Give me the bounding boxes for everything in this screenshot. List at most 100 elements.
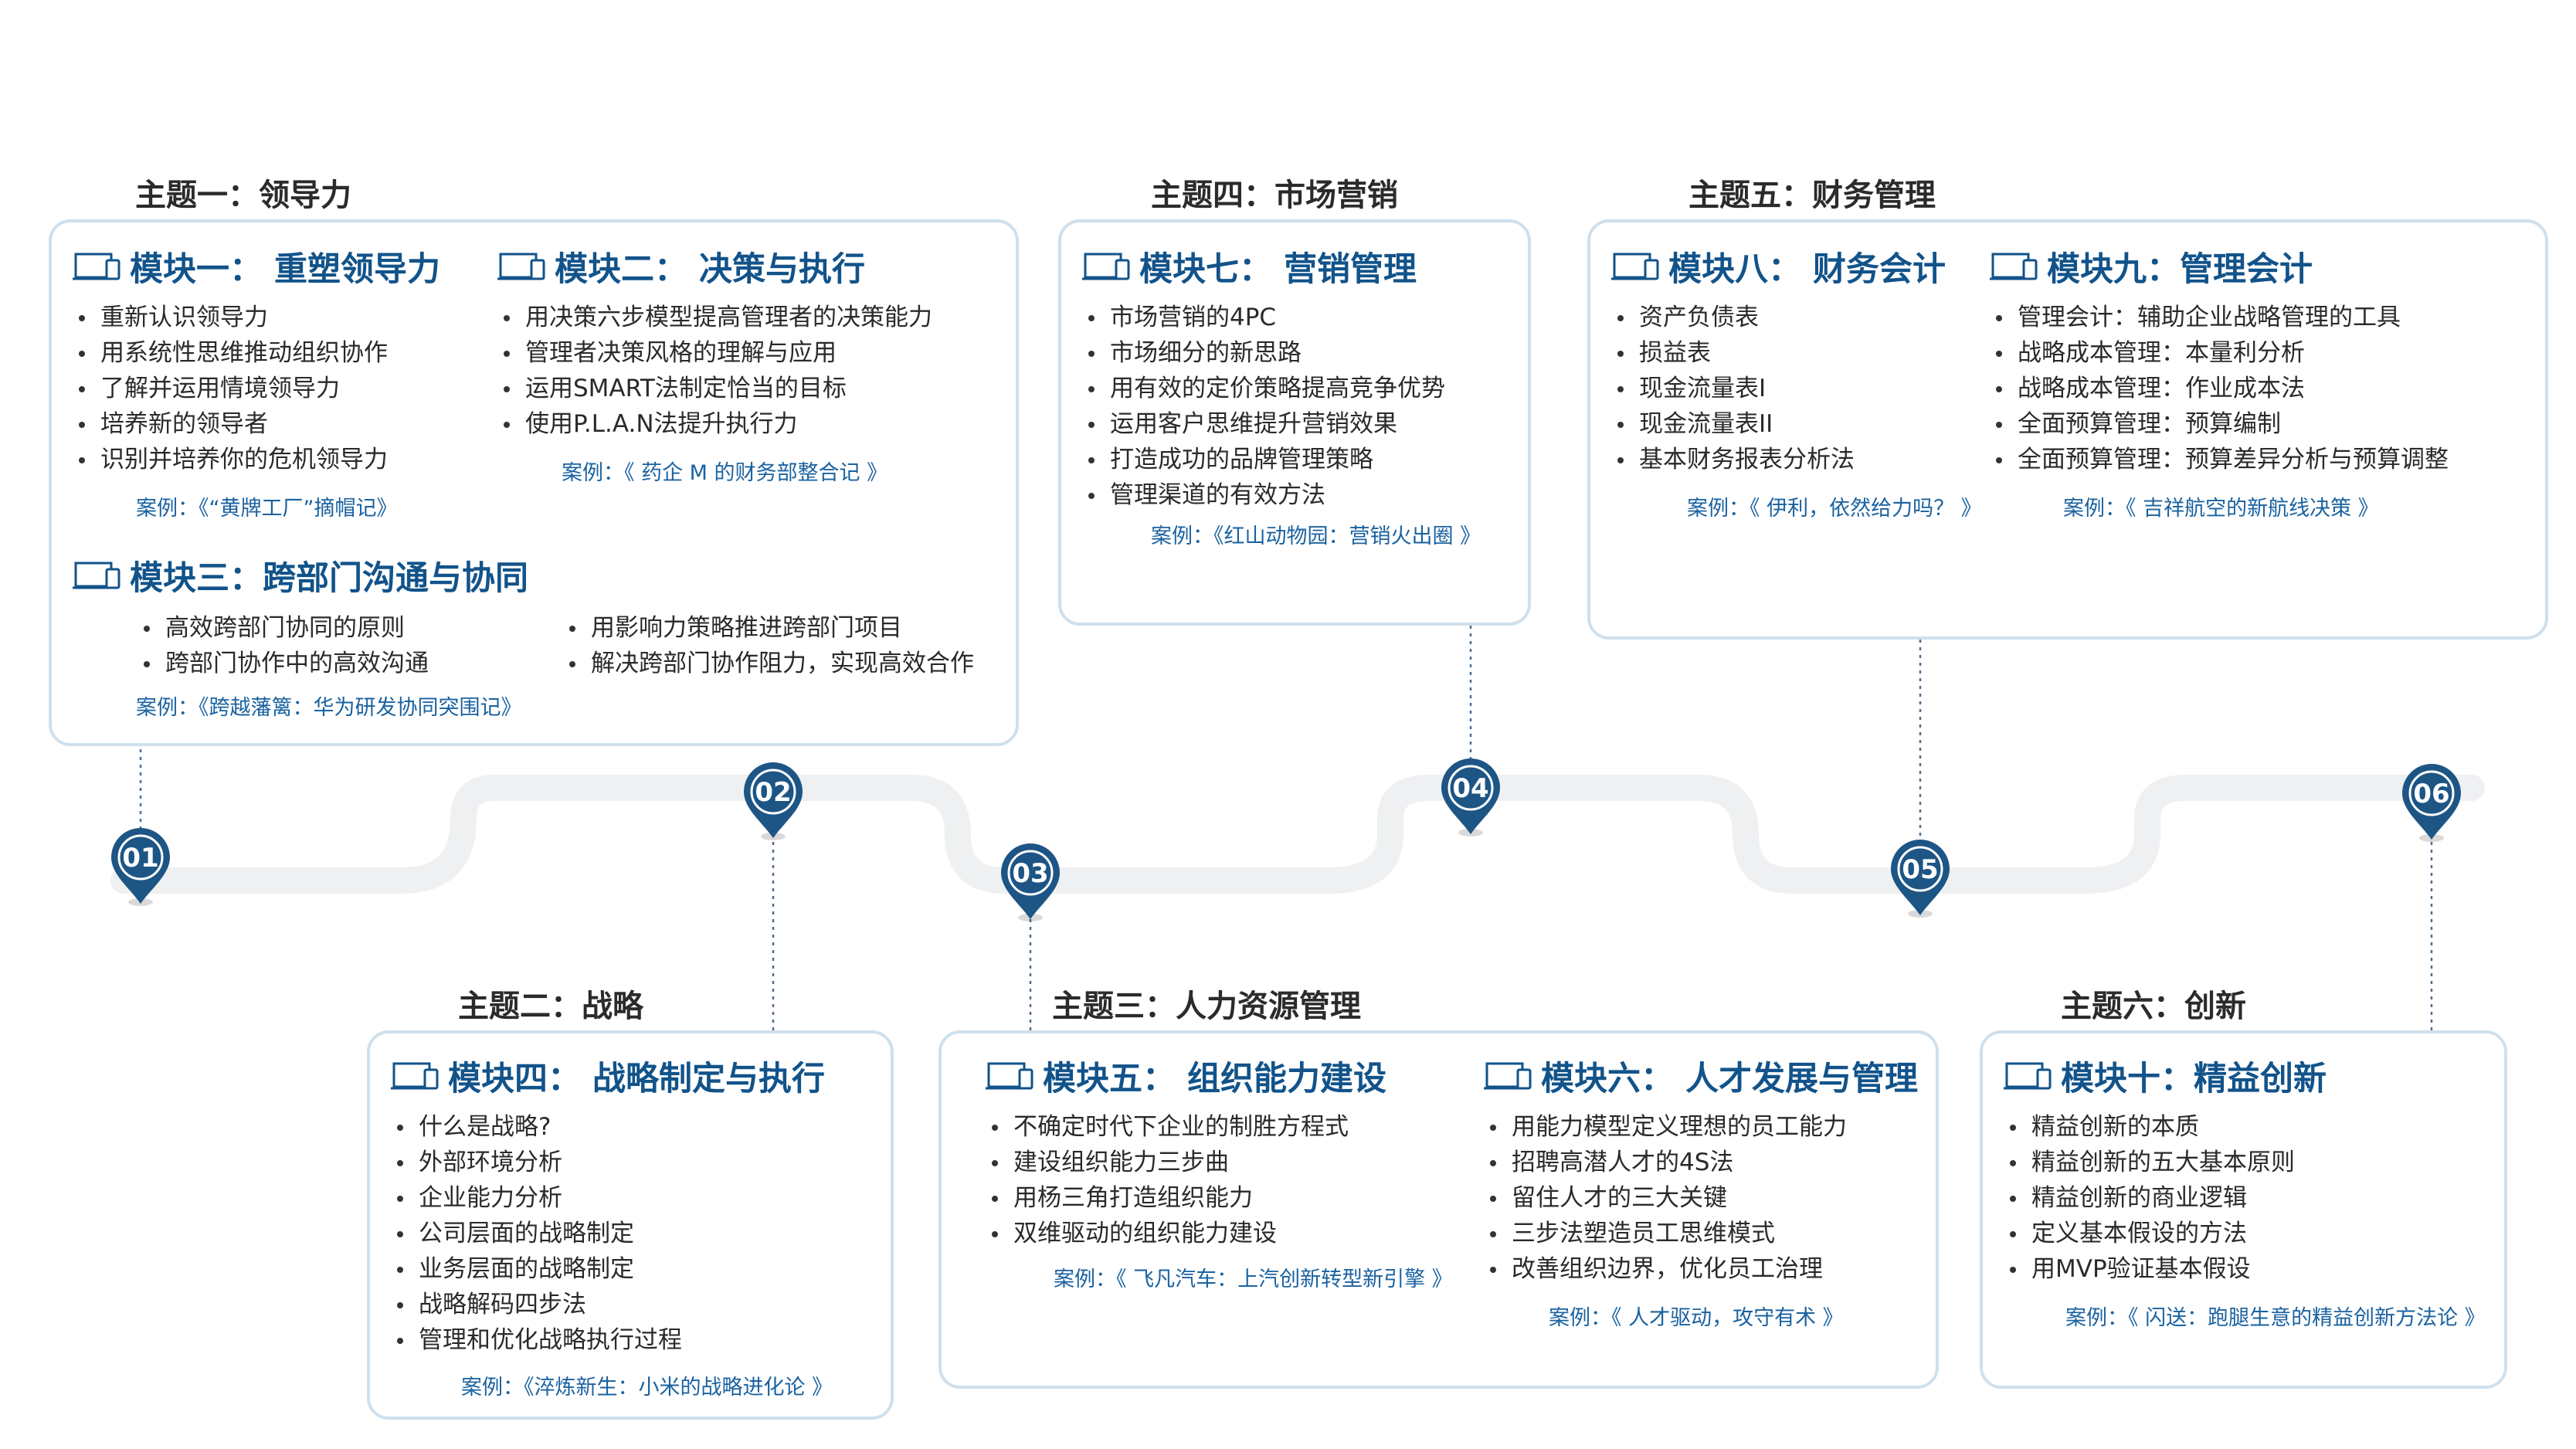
list-item: 基本财务报表分析法 — [1610, 442, 1946, 477]
module-2: 模块二： 决策与执行 用决策六步模型提高管理者的决策能力 管理者决策风格的理解与… — [496, 246, 932, 442]
theme-box-strategy: 模块四： 战略制定与执行 什么是战略? 外部环境分析 企业能力分析 公司层面的战… — [367, 1030, 894, 1420]
pin-ring — [1007, 850, 1054, 896]
list-item: 损益表 — [1610, 335, 1946, 371]
list-item: 战略成本管理：作业成本法 — [1988, 371, 2449, 406]
module-title: 模块二： 决策与执行 — [555, 250, 865, 289]
list-item: 了解并运用情境领导力 — [71, 371, 440, 406]
list-item: 改善组织边界，优化员工治理 — [1482, 1251, 1918, 1287]
pin-ring — [750, 769, 796, 815]
list-item: 精益创新的商业逻辑 — [2002, 1180, 2327, 1216]
module-title: 模块八： 财务会计 — [1668, 250, 1946, 289]
case-study: 案例：《 闪送：跑腿生意的精益创新方法论 》 — [2065, 1306, 2486, 1330]
list-item: 识别并培养你的危机领导力 — [71, 442, 440, 477]
list-item: 战略成本管理：本量利分析 — [1988, 335, 2449, 371]
list-item: 全面预算管理：预算编制 — [1988, 406, 2449, 442]
list-item: 跨部门协作中的高效沟通 — [136, 646, 429, 681]
pin-01: 01 — [110, 827, 170, 906]
list-item: 资产负债表 — [1610, 300, 1946, 335]
list-item: 用影响力策略推进跨部门项目 — [562, 610, 974, 646]
pin-label: 03 — [1012, 858, 1048, 889]
map-pin-icon — [1891, 840, 1950, 915]
module-9: 模块九：管理会计 管理会计：辅助企业战略管理的工具 战略成本管理：本量利分析 战… — [1988, 246, 2449, 477]
laptop-icon — [73, 562, 120, 589]
list-item: 用能力模型定义理想的员工能力 — [1482, 1109, 1918, 1145]
case-study: 案例：《 药企 M 的财务部整合记 》 — [562, 461, 888, 485]
theme-box-marketing: 模块七： 营销管理 市场营销的4PC 市场细分的新思路 用有效的定价策略提高竞争… — [1058, 219, 1531, 626]
list-item: 管理和优化战略执行过程 — [389, 1322, 825, 1358]
module-title: 模块五： 组织能力建设 — [1043, 1060, 1386, 1098]
theme-box-finance: 模块八： 财务会计 资产负债表 损益表 现金流量表I 现金流量表II 基本财务报… — [1587, 219, 2548, 640]
list-item: 现金流量表II — [1610, 406, 1946, 442]
case-study: 案例：《红山动物园：营销火出圈 》 — [1151, 524, 1481, 548]
pin-04: 04 — [1441, 758, 1500, 836]
theme-box-leadership: 模块一： 重塑领导力 重新认识领导力 用系统性思维推动组织协作 了解并运用情境领… — [49, 219, 1019, 746]
pin-ring — [1448, 765, 1494, 811]
case-study: 案例：《“黄牌工厂”摘帽记》 — [136, 497, 398, 521]
case-study: 案例：《 飞凡汽车：上汽创新转型新引擎 》 — [1054, 1267, 1453, 1291]
theme-title-3: 主题三：人力资源管理 — [1052, 989, 1361, 1024]
map-pin-icon — [744, 762, 803, 838]
list-item: 解决跨部门协作阻力，实现高效合作 — [562, 646, 974, 681]
laptop-icon — [986, 1062, 1033, 1090]
module-items: 不确定时代下企业的制胜方程式 建设组织能力三步曲 用杨三角打造组织能力 双维驱动… — [984, 1109, 1386, 1251]
list-item: 用系统性思维推动组织协作 — [71, 335, 440, 371]
list-item: 用杨三角打造组织能力 — [984, 1180, 1386, 1216]
module-items: 精益创新的本质 精益创新的五大基本原则 精益创新的商业逻辑 定义基本假设的方法 … — [2002, 1109, 2327, 1287]
list-item: 使用P.L.A.N法提升执行力 — [496, 406, 932, 442]
pin-ring — [117, 834, 164, 881]
list-item: 打造成功的品牌管理策略 — [1081, 442, 1445, 477]
module-title: 模块四： 战略制定与执行 — [448, 1060, 825, 1098]
module-10: 模块十：精益创新 精益创新的本质 精益创新的五大基本原则 精益创新的商业逻辑 定… — [2002, 1055, 2327, 1287]
module-4: 模块四： 战略制定与执行 什么是战略? 外部环境分析 企业能力分析 公司层面的战… — [389, 1055, 825, 1358]
pin-label: 01 — [122, 843, 158, 874]
laptop-icon — [391, 1062, 439, 1090]
list-item: 用有效的定价策略提高竞争优势 — [1081, 371, 1445, 406]
list-item: 建设组织能力三步曲 — [984, 1145, 1386, 1180]
connector-lines — [139, 626, 2433, 1035]
case-study: 案例：《跨越藩篱：华为研发协同突围记》 — [136, 696, 522, 720]
case-study: 案例：《 人才驱动，攻守有术 》 — [1549, 1306, 1844, 1330]
list-item: 市场细分的新思路 — [1081, 335, 1445, 371]
module-title: 模块十：精益创新 — [2061, 1060, 2327, 1098]
laptop-icon — [1611, 253, 1659, 280]
list-item: 公司层面的战略制定 — [389, 1216, 825, 1251]
list-item: 双维驱动的组织能力建设 — [984, 1216, 1386, 1251]
map-pin-icon — [110, 827, 170, 904]
pin-label: 04 — [1452, 773, 1488, 804]
list-item: 留住人才的三大关键 — [1482, 1180, 1918, 1216]
theme-title-5: 主题五：财务管理 — [1688, 178, 1936, 213]
module-items: 用影响力策略推进跨部门项目 解决跨部门协作阻力，实现高效合作 — [562, 610, 974, 681]
module-6: 模块六： 人才发展与管理 用能力模型定义理想的员工能力 招聘高潜人才的4S法 留… — [1482, 1055, 1918, 1287]
list-item: 管理渠道的有效方法 — [1081, 477, 1445, 513]
pin-03: 03 — [1001, 843, 1060, 921]
module-items: 市场营销的4PC 市场细分的新思路 用有效的定价策略提高竞争优势 运用客户思维提… — [1081, 300, 1445, 513]
pin-label: 05 — [1902, 854, 1938, 885]
list-item: 全面预算管理：预算差异分析与预算调整 — [1988, 442, 2449, 477]
module-items: 用决策六步模型提高管理者的决策能力 管理者决策风格的理解与应用 运用SMART法… — [496, 300, 932, 442]
theme-box-hr: 模块五： 组织能力建设 不确定时代下企业的制胜方程式 建设组织能力三步曲 用杨三… — [938, 1030, 1939, 1389]
laptop-icon — [1990, 253, 2038, 280]
module-title: 模块三：跨部门沟通与协同 — [130, 559, 528, 598]
map-pin-icon — [2402, 764, 2461, 840]
list-item: 运用客户思维提升营销效果 — [1081, 406, 1445, 442]
pin-ring — [2408, 770, 2455, 816]
laptop-icon — [73, 253, 120, 280]
theme-title-6: 主题六：创新 — [2061, 989, 2246, 1024]
module-7: 模块七： 营销管理 市场营销的4PC 市场细分的新思路 用有效的定价策略提高竞争… — [1081, 246, 1445, 513]
theme-title-1: 主题一：领导力 — [135, 178, 351, 213]
module-8: 模块八： 财务会计 资产负债表 损益表 现金流量表I 现金流量表II 基本财务报… — [1610, 246, 1946, 477]
case-study: 案例：《 吉祥航空的新航线决策 》 — [2063, 497, 2379, 521]
list-item: 精益创新的本质 — [2002, 1109, 2327, 1145]
module-3: 模块三：跨部门沟通与协同 — [71, 555, 528, 598]
list-item: 用决策六步模型提高管理者的决策能力 — [496, 300, 932, 335]
pin-label: 02 — [755, 777, 791, 808]
module-items: 什么是战略? 外部环境分析 企业能力分析 公司层面的战略制定 业务层面的战略制定… — [389, 1109, 825, 1358]
case-study: 案例：《 伊利，依然给力吗？ 》 — [1687, 497, 1982, 521]
list-item: 业务层面的战略制定 — [389, 1251, 825, 1287]
list-item: 精益创新的五大基本原则 — [2002, 1145, 2327, 1180]
laptop-icon — [497, 253, 545, 280]
map-pin-icon — [1441, 758, 1500, 834]
road-path — [110, 775, 2485, 894]
pin-06: 06 — [2402, 764, 2461, 842]
